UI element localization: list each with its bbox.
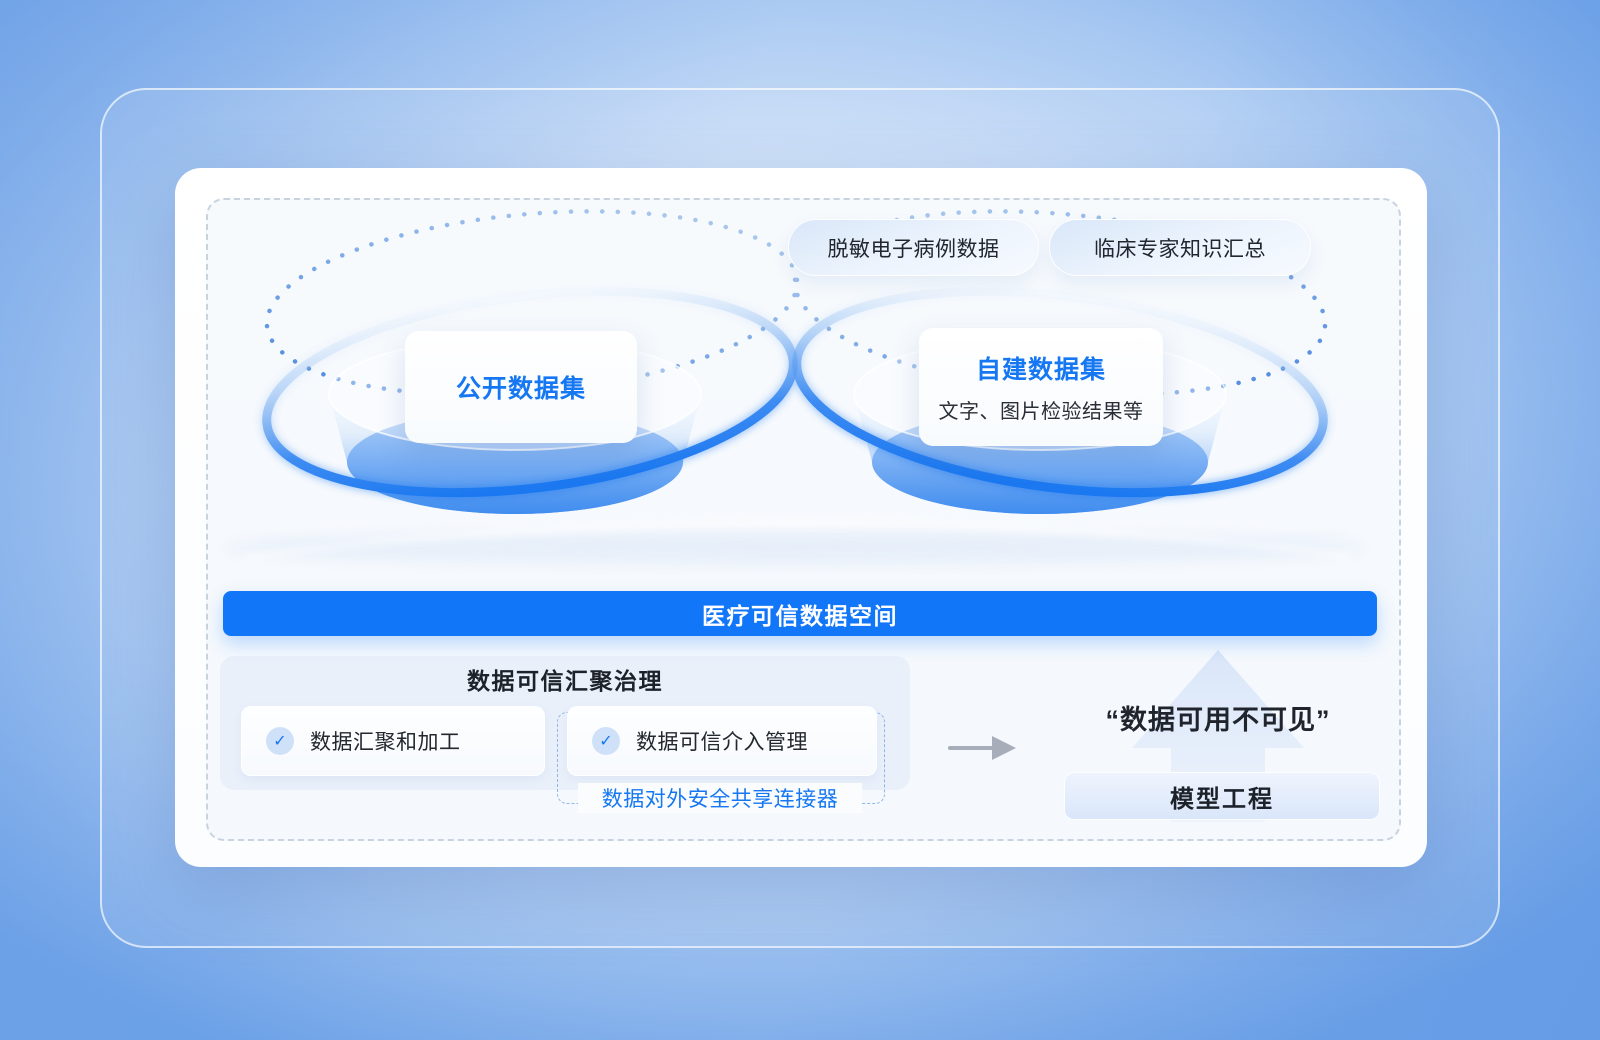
- model-engineering-label: 模型工程: [1170, 785, 1274, 813]
- trusted-data-space-banner: 医疗可信数据空间: [223, 591, 1377, 636]
- infinity-rings: [260, 285, 1330, 499]
- governance-item-access: ✓ 数据可信介入管理: [567, 706, 877, 776]
- banner-label: 医疗可信数据空间: [702, 602, 898, 629]
- source-pill-expert-label: 临床专家知识汇总: [1094, 237, 1266, 261]
- check-icon: ✓: [266, 727, 294, 755]
- governance-title: 数据可信汇聚治理: [467, 668, 663, 694]
- flow-arrow-icon: [948, 736, 1016, 760]
- public-dataset-title: 公开数据集: [455, 375, 586, 403]
- governance-item-access-label: 数据可信介入管理: [636, 731, 808, 754]
- governance-item-aggregation: ✓ 数据汇聚和加工: [241, 706, 545, 776]
- governance-item-aggregation-label: 数据汇聚和加工: [310, 731, 461, 754]
- data-usable-quote: “数据可用不可见”: [1105, 705, 1331, 735]
- reflection-swoosh: [225, 521, 1365, 564]
- source-pill-ehr-label: 脱敏电子病例数据: [827, 237, 1000, 261]
- source-pill-expert: 临床专家知识汇总: [1049, 219, 1311, 276]
- self-built-dataset-subtitle: 文字、图片检验结果等: [938, 401, 1144, 423]
- model-engineering-box: 模型工程: [1064, 772, 1380, 820]
- source-pill-ehr: 脱敏电子病例数据: [788, 219, 1039, 276]
- self-built-dataset-title: 自建数据集: [975, 356, 1106, 384]
- public-dataset-card: 公开数据集: [405, 331, 637, 443]
- self-built-dataset-card: 自建数据集 文字、图片检验结果等: [919, 328, 1163, 446]
- check-icon: ✓: [592, 727, 620, 755]
- ring-right: [792, 286, 1328, 498]
- connector-label: 数据对外安全共享连接器: [578, 783, 862, 813]
